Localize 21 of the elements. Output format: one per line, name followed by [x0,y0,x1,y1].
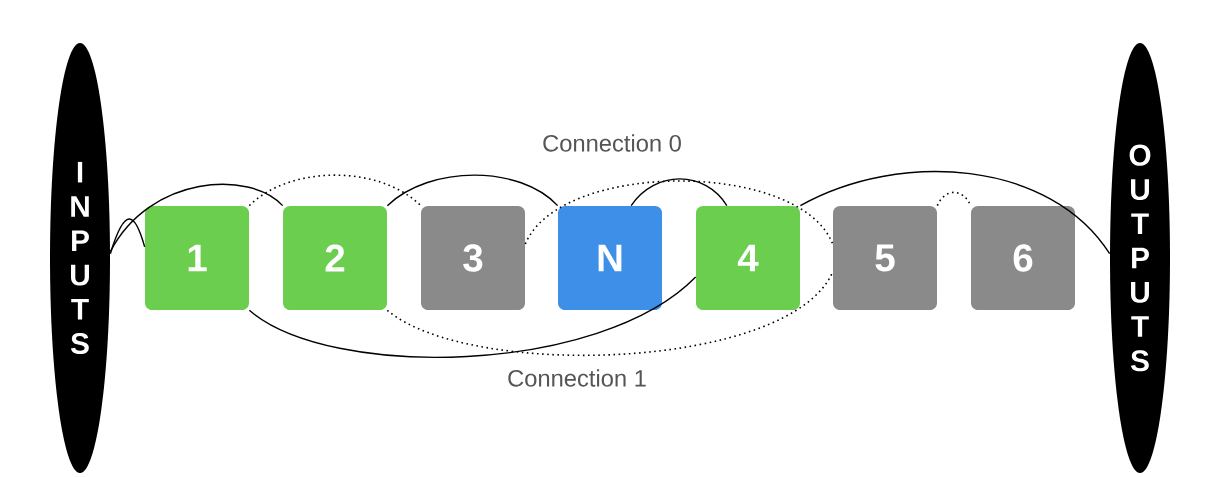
connection-curve [386,271,834,357]
connection-curve [630,178,728,207]
number-box: 6 [971,206,1075,310]
ellipse-node: INPUTS [50,43,110,473]
connection-curve [386,174,559,207]
connection-curve [109,218,146,255]
ellipse-node: OUTPUTS [1110,43,1170,473]
number-box: N [558,206,662,310]
connection-curve [799,170,1111,255]
number-box: 1 [145,206,249,310]
connection-label: Connection 1 [508,369,646,387]
connection-label: Connection 0 [543,134,681,152]
connection-curve [248,276,697,358]
connection-curve [936,191,972,207]
number-box: 4 [696,206,800,310]
connection-curve [248,174,422,207]
connection-curve [524,180,834,245]
number-box: 5 [833,206,937,310]
number-box: 2 [283,206,387,310]
connection-curve [109,183,284,253]
number-box: 3 [421,206,525,310]
